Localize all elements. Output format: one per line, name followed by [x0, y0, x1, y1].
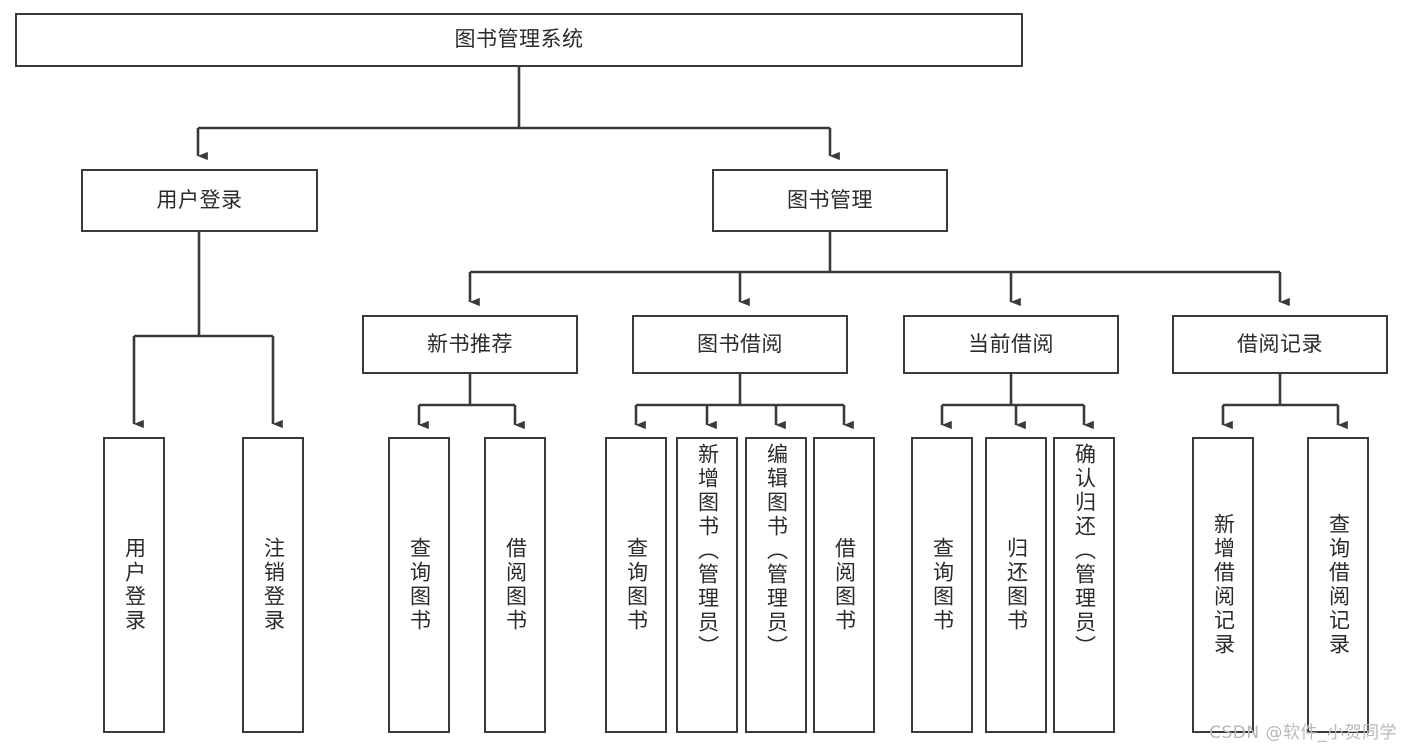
node-leaf-user-login-label: 用户登录 — [122, 537, 147, 633]
node-leaf-query-record-label: 查询借阅记录 — [1326, 513, 1351, 657]
node-leaf-add-record[interactable]: 新增借阅记录 — [1192, 437, 1254, 733]
node-new-book-rec[interactable]: 新书推荐 — [362, 315, 578, 374]
borrow-record-connectors — [1221, 374, 1348, 430]
node-leaf-edit-book-label: 编辑图书（管理员） — [764, 443, 789, 659]
node-leaf-return-book-label: 归还图书 — [1004, 537, 1029, 633]
node-leaf-user-login[interactable]: 用户登录 — [103, 437, 165, 733]
node-user-login-label: 用户登录 — [156, 187, 243, 212]
node-leaf-query-book-2-label: 查询图书 — [624, 537, 649, 633]
root-connectors — [196, 67, 840, 161]
current-borrow-connectors — [940, 374, 1094, 430]
node-current-borrow[interactable]: 当前借阅 — [903, 315, 1119, 374]
user-login-connectors — [132, 232, 283, 429]
node-leaf-query-book-3-label: 查询图书 — [930, 537, 955, 633]
node-book-manage-label: 图书管理 — [787, 187, 873, 212]
node-leaf-confirm-return-label: 确认归还（管理员） — [1072, 443, 1097, 659]
node-leaf-query-book-3[interactable]: 查询图书 — [911, 437, 973, 733]
node-current-borrow-label: 当前借阅 — [968, 331, 1054, 356]
node-leaf-return-book[interactable]: 归还图书 — [985, 437, 1047, 733]
node-leaf-query-book-2[interactable]: 查询图书 — [605, 437, 667, 733]
node-book-manage[interactable]: 图书管理 — [712, 169, 948, 232]
node-root[interactable]: 图书管理系统 — [15, 13, 1023, 67]
node-leaf-borrow-book-2[interactable]: 借阅图书 — [813, 437, 875, 733]
book-borrow-connectors — [634, 374, 854, 430]
csdn-watermark: CSDN @软件_小贺同学 — [1209, 723, 1397, 743]
node-borrow-record[interactable]: 借阅记录 — [1172, 315, 1388, 374]
node-book-borrow-label: 图书借阅 — [697, 331, 783, 356]
node-book-borrow[interactable]: 图书借阅 — [632, 315, 848, 374]
node-leaf-confirm-return[interactable]: 确认归还（管理员） — [1053, 437, 1115, 733]
node-root-label: 图书管理系统 — [454, 27, 584, 52]
node-leaf-user-logout[interactable]: 注销登录 — [242, 437, 304, 733]
book-manage-connectors — [468, 232, 1290, 307]
node-leaf-borrow-book-2-label: 借阅图书 — [832, 537, 857, 633]
node-user-login[interactable]: 用户登录 — [81, 169, 318, 232]
node-leaf-query-book-1-label: 查询图书 — [407, 537, 432, 633]
node-leaf-add-book[interactable]: 新增图书（管理员） — [676, 437, 738, 733]
new-book-rec-connectors — [417, 374, 525, 430]
node-leaf-add-book-label: 新增图书（管理员） — [695, 443, 720, 659]
node-leaf-user-logout-label: 注销登录 — [261, 537, 286, 633]
node-leaf-add-record-label: 新增借阅记录 — [1211, 513, 1236, 657]
node-leaf-borrow-book-1-label: 借阅图书 — [503, 537, 528, 633]
node-leaf-borrow-book-1[interactable]: 借阅图书 — [484, 437, 546, 733]
node-leaf-query-book-1[interactable]: 查询图书 — [388, 437, 450, 733]
node-borrow-record-label: 借阅记录 — [1237, 331, 1323, 356]
node-leaf-query-record[interactable]: 查询借阅记录 — [1307, 437, 1369, 733]
node-leaf-edit-book[interactable]: 编辑图书（管理员） — [745, 437, 807, 733]
node-new-book-rec-label: 新书推荐 — [427, 331, 513, 356]
